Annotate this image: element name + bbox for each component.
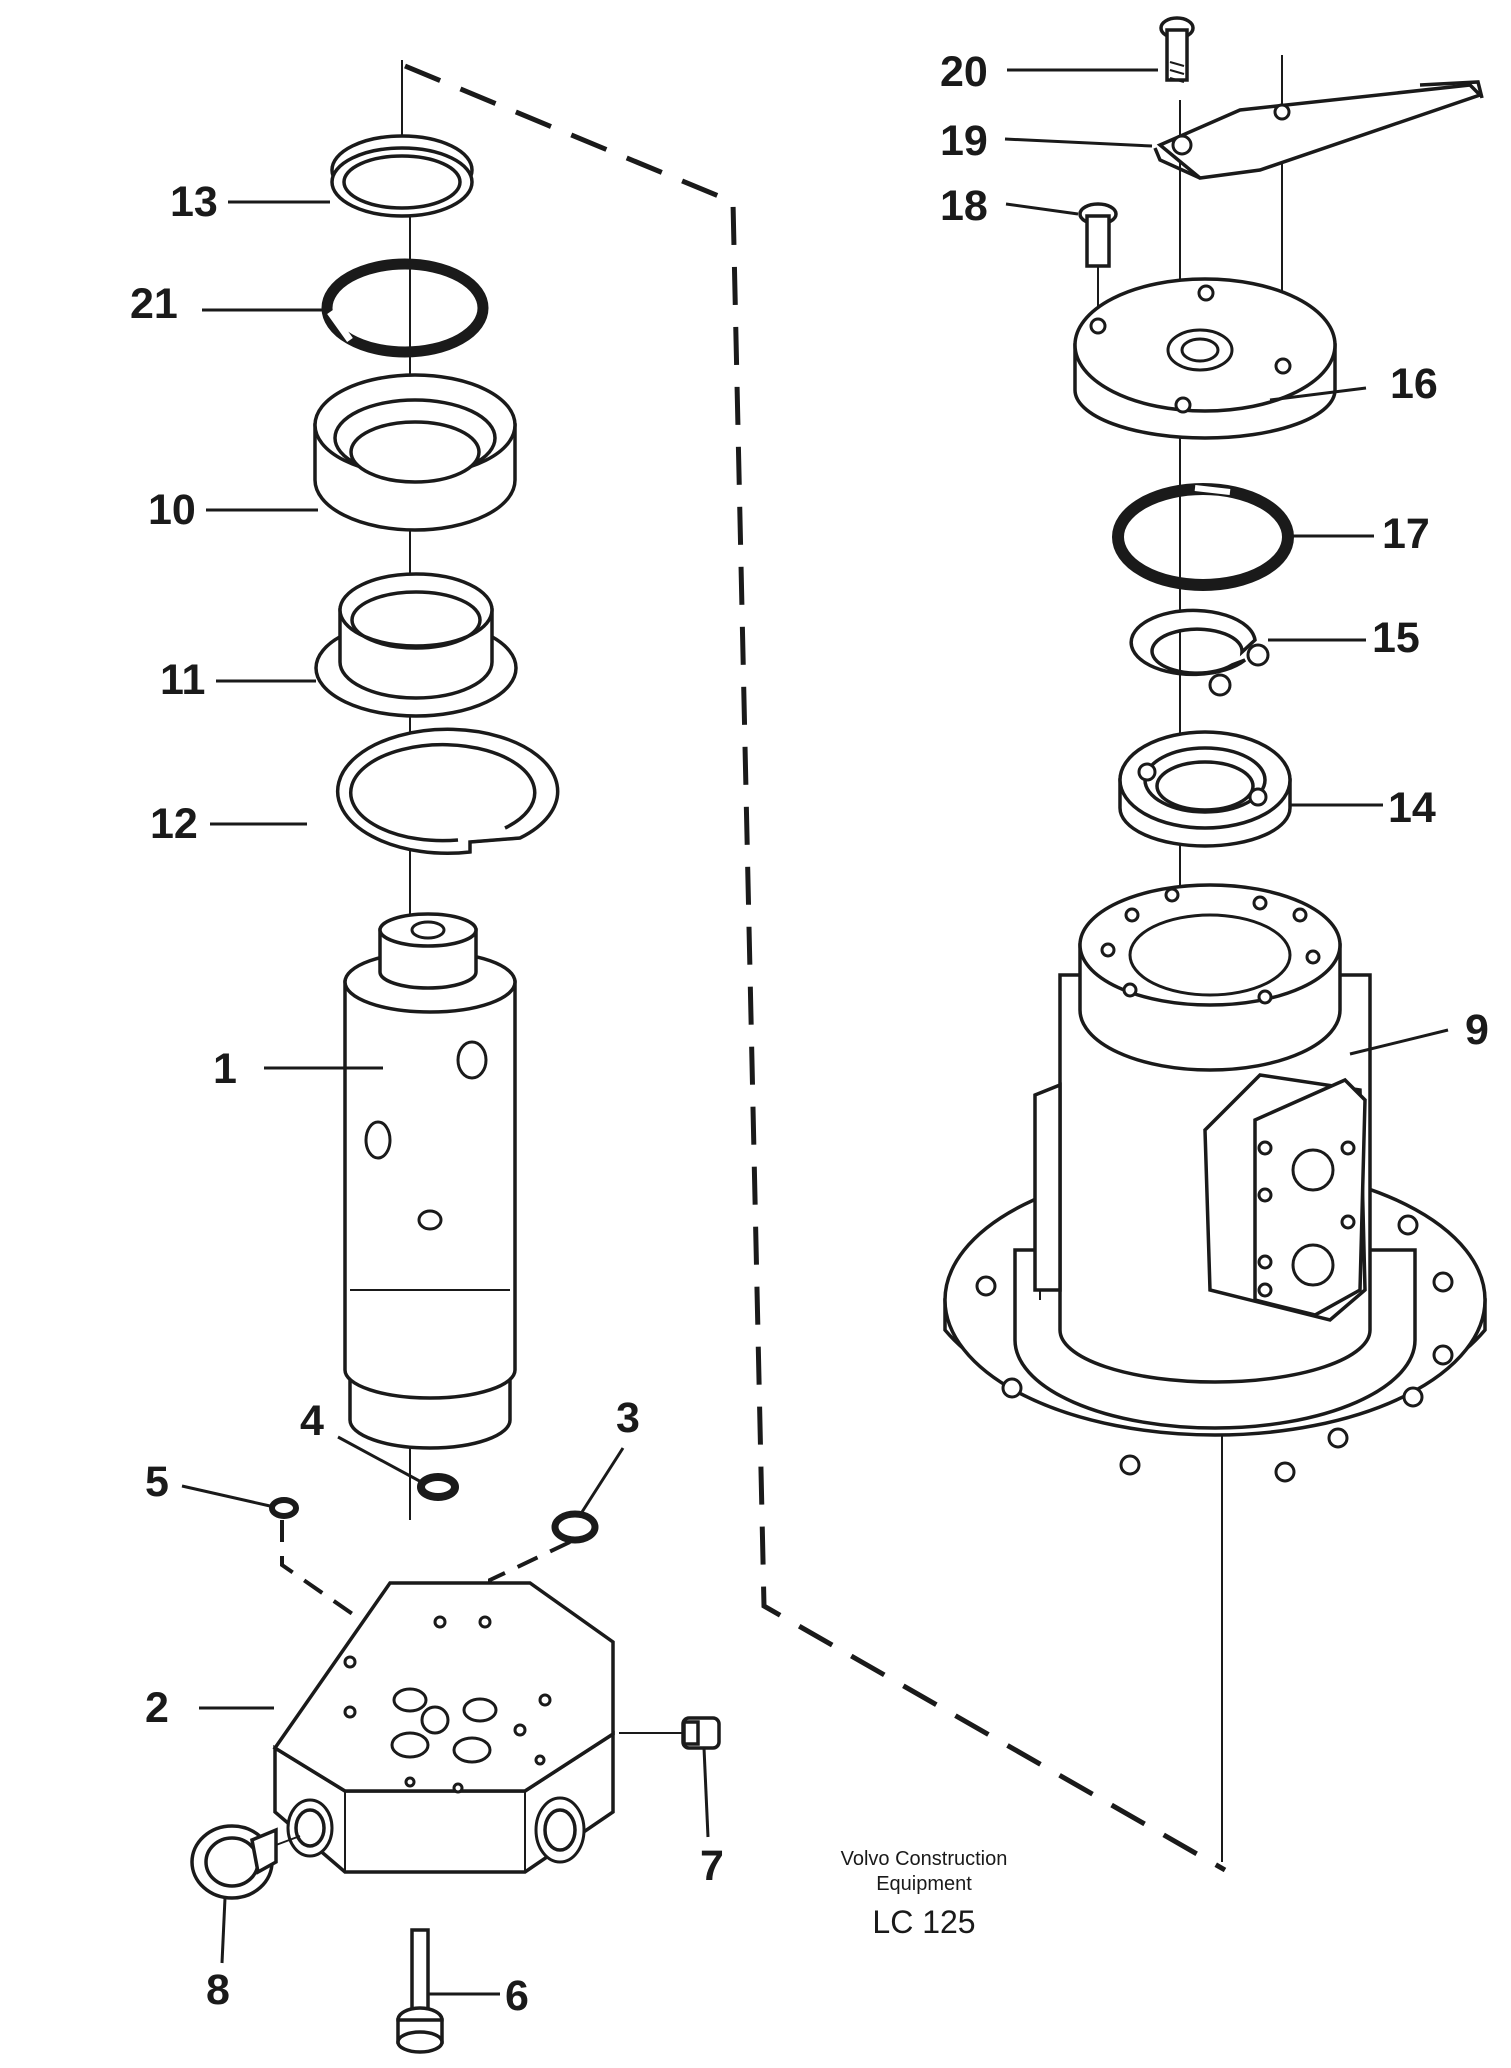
part-3-o-ring	[551, 1510, 599, 1544]
callout-12: 12	[150, 800, 198, 848]
part-20-bolt	[1159, 16, 1195, 83]
callout-17: 17	[1382, 510, 1430, 558]
callout-6: 6	[505, 1972, 529, 2020]
part-6-screw	[396, 1928, 444, 2054]
callout-4: 4	[300, 1397, 324, 1445]
callout-13: 13	[170, 178, 218, 226]
part-9-housing	[943, 883, 1487, 1483]
callout-18: 18	[940, 182, 988, 230]
callout-7: 7	[700, 1842, 724, 1890]
caption-model: LC 125	[872, 1904, 975, 1940]
caption-line-2: Equipment	[876, 1873, 972, 1895]
part-2-manifold-block	[272, 1581, 615, 1874]
part-19-lock-plate	[1153, 80, 1484, 180]
callout-20: 20	[940, 48, 988, 96]
callout-15: 15	[1372, 614, 1420, 662]
callout-9: 9	[1465, 1006, 1489, 1054]
part-14-bearing	[1118, 730, 1292, 848]
part-12-shim-ring	[335, 727, 560, 856]
callout-19: 19	[940, 117, 988, 165]
callout-labels: 13 21 10 11 12 1 4 3 5 2 7 8 6 20 19 18 …	[130, 48, 1489, 2020]
assembly-dashed-line	[404, 63, 1227, 1873]
callout-11: 11	[160, 656, 205, 704]
callout-1: 1	[213, 1045, 237, 1093]
part-13-ring	[330, 134, 474, 218]
callout-2: 2	[145, 1684, 169, 1732]
part-16-cover	[1073, 277, 1337, 440]
caption: Volvo Construction Equipment LC 125	[841, 1848, 1008, 1940]
part-8-plug	[190, 1824, 301, 1900]
callout-16: 16	[1390, 360, 1438, 408]
part-21-o-ring	[321, 258, 489, 358]
part-1-shaft	[343, 912, 517, 1450]
part-7-plug	[619, 1716, 721, 1750]
callout-14: 14	[1388, 784, 1436, 832]
part-5-o-ring	[269, 1497, 299, 1519]
manifold-dashed-links	[280, 1520, 571, 1700]
part-15-circlip	[1129, 608, 1270, 697]
caption-line-1: Volvo Construction	[841, 1848, 1008, 1870]
callout-5: 5	[145, 1458, 169, 1506]
callout-10: 10	[148, 486, 196, 534]
part-18-bolt	[1078, 202, 1118, 320]
part-17-o-ring	[1112, 483, 1294, 591]
callout-8: 8	[206, 1966, 230, 2014]
leader-lines	[181, 68, 1449, 1996]
part-4-o-ring	[417, 1473, 459, 1501]
callout-3: 3	[616, 1394, 640, 1442]
part-10-bearing-cup	[313, 373, 517, 532]
part-11-flanged-bushing	[314, 572, 518, 718]
callout-21: 21	[130, 280, 178, 328]
